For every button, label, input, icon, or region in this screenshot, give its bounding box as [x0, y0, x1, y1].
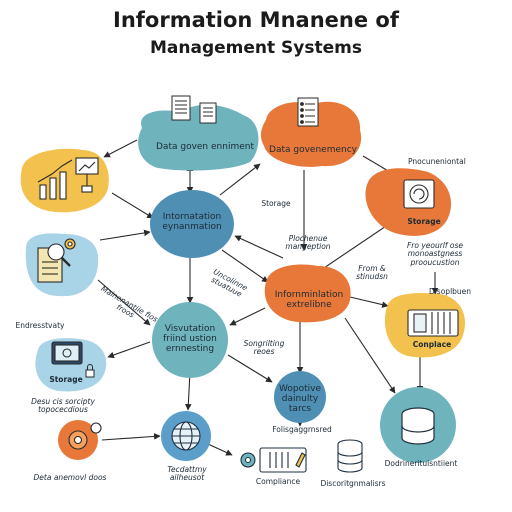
compliance-right-label: Conplace [412, 340, 452, 349]
analytic-tools-node [274, 371, 326, 423]
information-extraline-label: Infornminlation extrelibne [274, 290, 344, 311]
data-security-note: Desu cis sorcipty topocecdious [31, 397, 95, 415]
information-environment-label: Intornatation eynanmation [162, 212, 222, 233]
data-anomaly-note: Deta anemovl doos [33, 473, 107, 482]
arrow-extra-to-info [234, 235, 284, 259]
lock-icon [85, 364, 95, 378]
information-extraline-node [264, 264, 351, 323]
folding-card-note: Folisgaggrnsred [272, 425, 332, 434]
arrow-gov-to-chart [103, 139, 138, 158]
compliance-bottom-label: Compliance [255, 477, 301, 486]
endresstivity-note: Endresstvaty [15, 321, 65, 330]
connector-arrows [97, 139, 439, 456]
gear-icon [64, 238, 76, 250]
globe-icon [171, 421, 201, 451]
data-governancy-node [260, 101, 362, 167]
diagram-title-line1: Information Mnanene of [113, 8, 399, 32]
procurement-note: Pnocuneniontal [408, 157, 466, 166]
vault-safe-icon [403, 179, 435, 209]
arrow-vault-to-extra [317, 219, 396, 273]
data-governance-environment-label: Data goven enniment [156, 142, 254, 152]
monitor-icon [51, 341, 83, 365]
diagram-title-line2: Management Systems [150, 38, 362, 58]
database-icon [401, 407, 435, 445]
arrow-gear-to-globe [101, 433, 161, 441]
arrow-extra-to-compliance [349, 296, 389, 308]
arrow-magnifier-to-visual [97, 279, 151, 326]
gear-icon [68, 422, 102, 450]
storage-left-label: Storage [49, 375, 83, 384]
storage-right-label: Storage [407, 217, 441, 226]
data-governancy-label: Data govenemency [269, 145, 357, 155]
server-rack-icon [337, 439, 363, 473]
magnifier-report-icon [37, 243, 71, 283]
security-note: Fro yeourlf ose monoastgness prooucustio… [406, 241, 464, 267]
arrow-chart-to-info [111, 192, 154, 219]
gear-icon [240, 452, 256, 468]
data-maintenance-label: Dodrinerituisntiient [384, 459, 458, 468]
analytic-tools-label: Wopotive dainulty tarcs [279, 384, 321, 415]
arrow-extra-to-visual [229, 307, 266, 326]
discrimination-note: Discoritgnmalisrs [320, 479, 386, 488]
arrow-info-to-govcy [219, 163, 261, 196]
arrow-globe-to-folder [207, 443, 233, 456]
checklist-document-icon [297, 97, 319, 127]
document-icon [171, 95, 217, 124]
visualization-node [152, 302, 228, 378]
arrow-info-to-extra [221, 249, 269, 283]
arrow-visual-to-monitor [107, 341, 151, 359]
from-standard-note: From & stinudsn [356, 264, 388, 282]
discipline-note: Disoplbuen [428, 287, 472, 296]
data-governance-environment-node [138, 104, 259, 171]
bar-chart-icon [37, 157, 99, 200]
arrow-magnifier-to-info [99, 229, 151, 241]
storage-mid-label: Storage [261, 199, 291, 208]
technology-note: Tecdattmy ailheusot [167, 465, 207, 483]
supporting-note: Songrilting reoes [243, 339, 285, 357]
folder-binder-icon [407, 309, 459, 337]
processing-management-note: Plochenue mangeption [285, 234, 331, 252]
arrow-visual-to-globe [185, 371, 192, 411]
visualization-label: Visvutation friind ustion ernnesting [163, 324, 217, 355]
arrow-visual-to-analytic [227, 354, 273, 383]
folder-binder-icon [259, 447, 307, 473]
information-environment-node [150, 190, 234, 258]
arrow-extra-to-database [344, 317, 396, 394]
